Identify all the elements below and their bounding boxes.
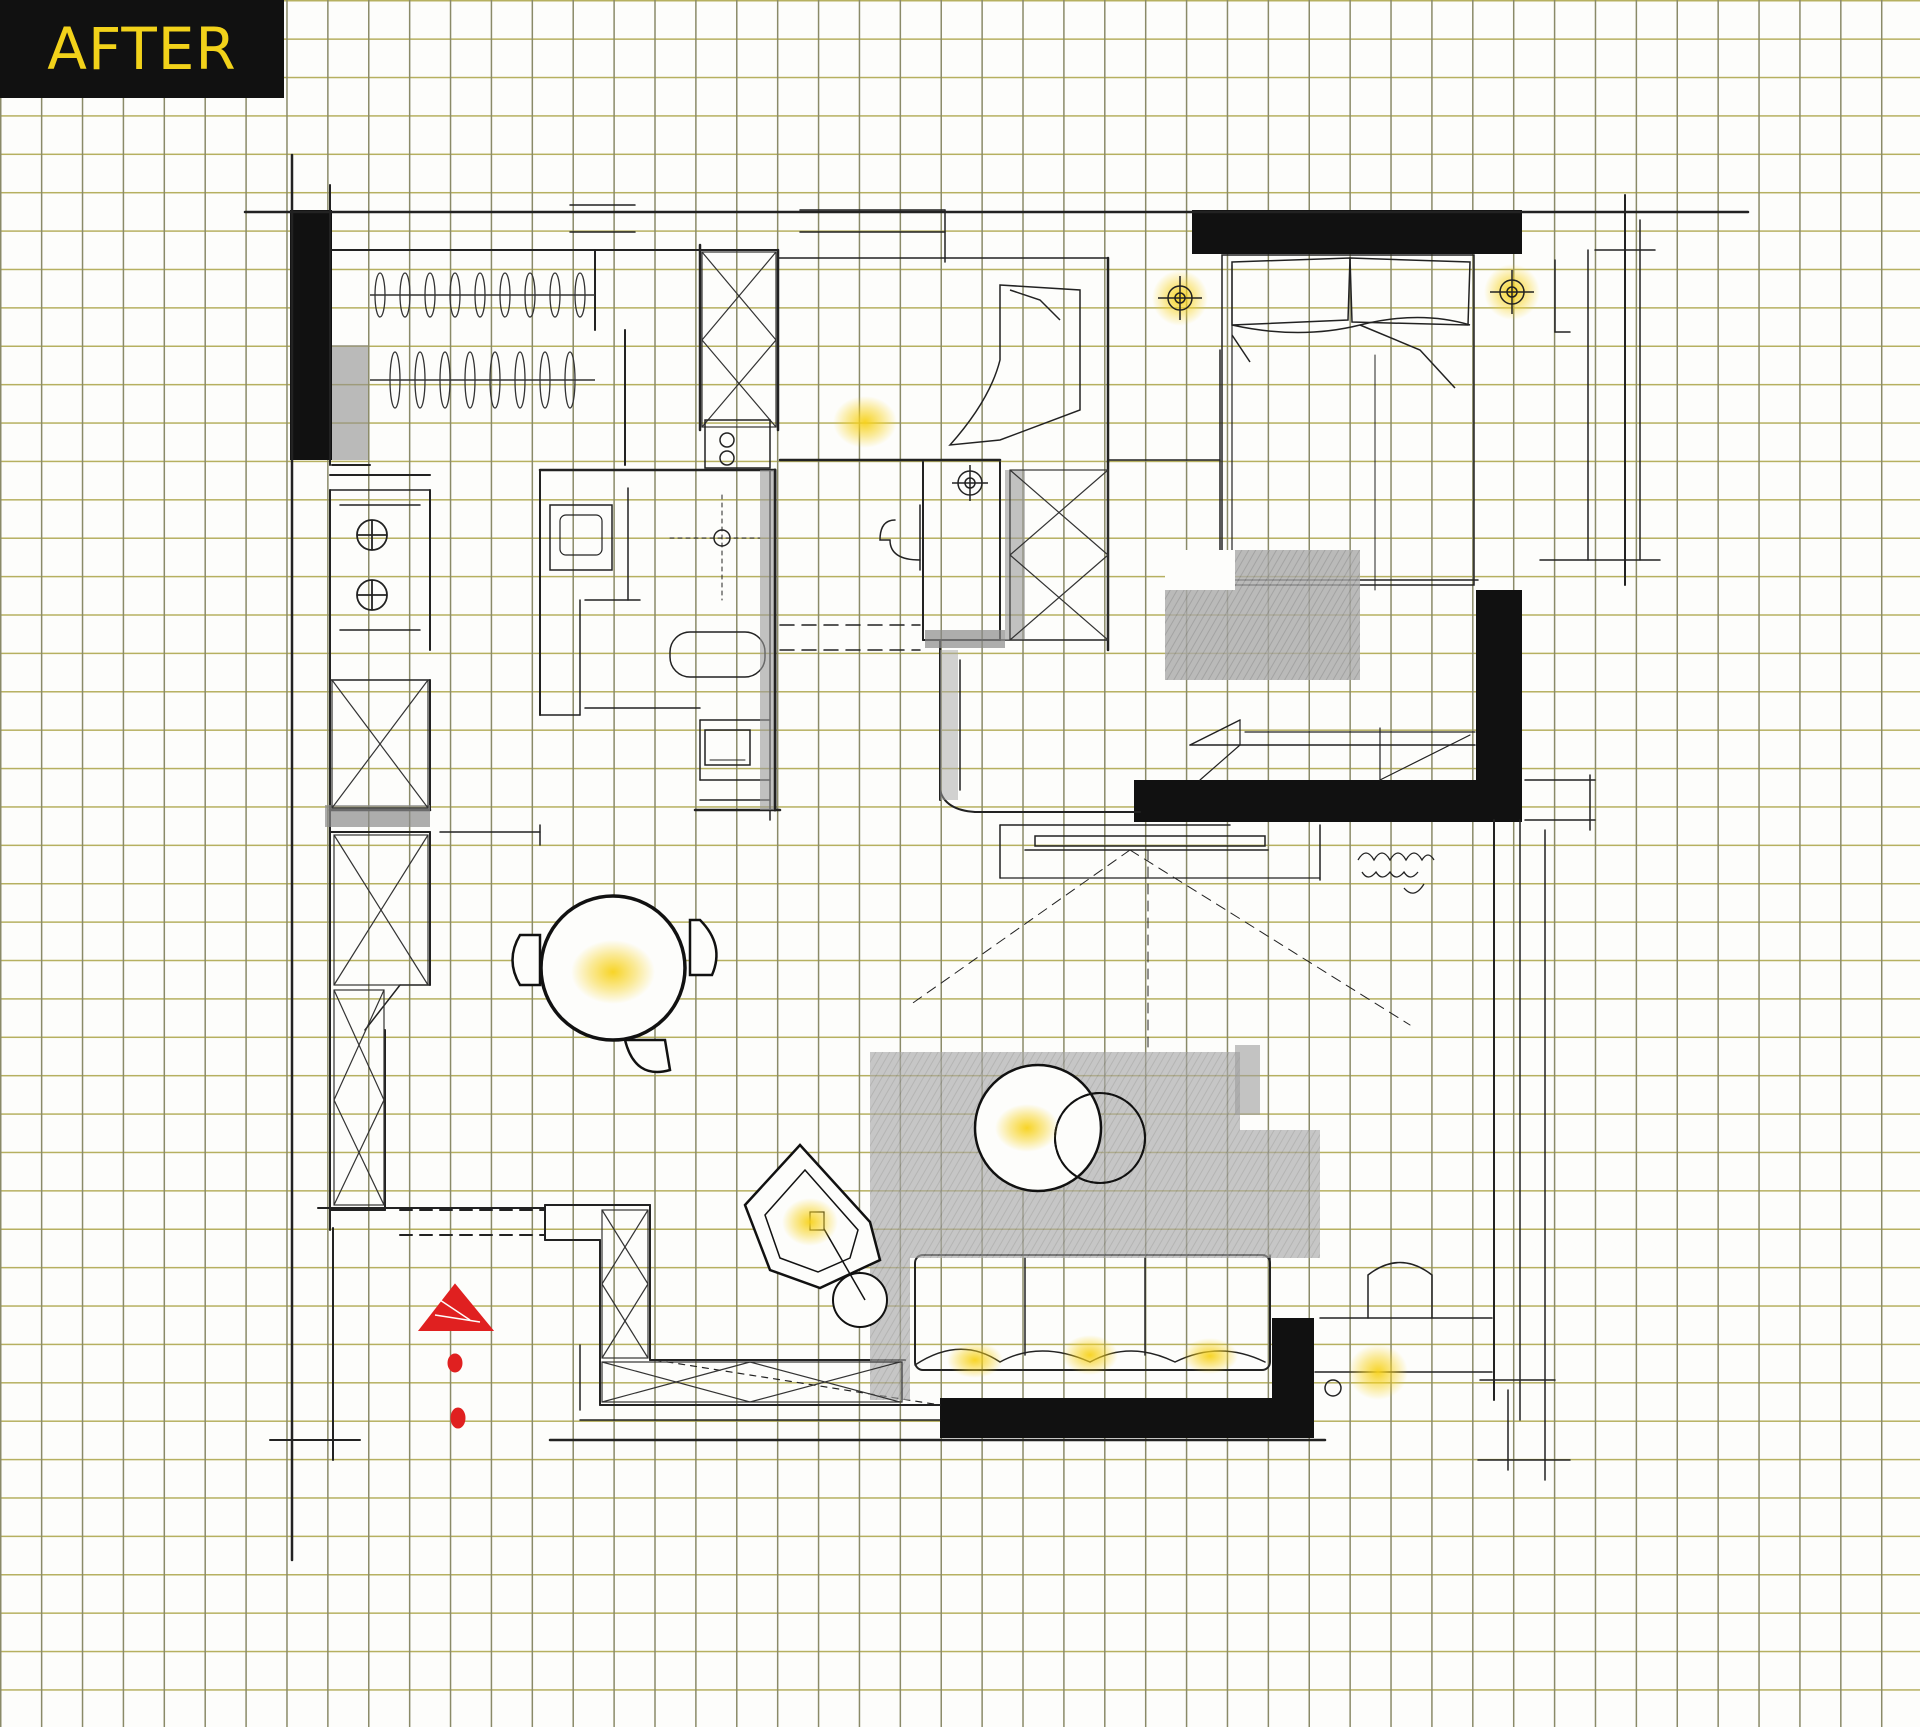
wall-lamps — [952, 264, 1540, 501]
after-label: AFTER — [47, 15, 237, 83]
entry-arrow-icon — [417, 1283, 495, 1429]
sketch-lines — [243, 153, 1750, 1562]
ceiling-lights — [571, 396, 1408, 1400]
wall-lamp-icon — [952, 465, 988, 501]
ceiling-light-icon — [571, 940, 655, 1004]
exterior-walls — [290, 210, 1522, 1438]
stove — [356, 519, 388, 611]
ceiling-light-icon — [947, 1342, 1003, 1378]
storage-cabinets — [331, 251, 1109, 1403]
bed — [948, 257, 1471, 446]
ceiling-light-icon — [833, 396, 897, 448]
ceiling-light-icon — [782, 1198, 838, 1246]
wardrobe-hangers — [370, 272, 595, 409]
plant-icon — [1357, 852, 1435, 894]
after-badge: AFTER — [0, 0, 284, 98]
wall-lamp-icon — [1152, 270, 1208, 326]
wall-lamp-icon — [1484, 264, 1540, 320]
bathroom-fixtures — [704, 419, 771, 469]
ceiling-light-icon — [1348, 1344, 1408, 1400]
ceiling-light-icon — [995, 1104, 1059, 1152]
ceiling-light-icon — [1182, 1338, 1238, 1374]
ceiling-light-icon — [1062, 1335, 1118, 1375]
